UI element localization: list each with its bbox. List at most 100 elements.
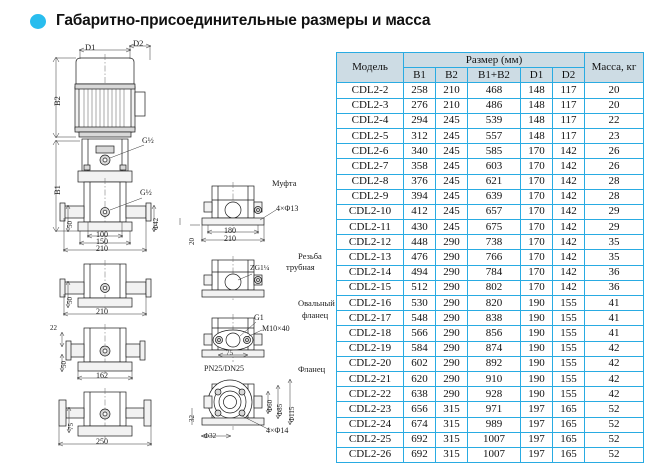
dim-d1-label: D1 — [85, 42, 96, 52]
cell-b2: 245 — [435, 158, 468, 175]
cell-b1: 276 — [403, 97, 436, 114]
col-header-b1b2: B1+B2 — [467, 67, 521, 84]
dim-75-label: 75 — [67, 423, 75, 430]
col-header-model: Модель — [336, 51, 404, 84]
cell-b1: 430 — [403, 219, 436, 236]
cell-b1b2: 1007 — [467, 446, 521, 464]
cell-mass: 23 — [584, 127, 644, 145]
cell-b2: 210 — [435, 97, 468, 114]
cell-model: CDL2-2 — [336, 82, 404, 99]
cell-b1: 312 — [403, 127, 436, 145]
cell-b1: 376 — [403, 173, 436, 190]
cell-b1b2: 1007 — [467, 431, 521, 448]
cell-d2: 142 — [552, 234, 585, 251]
cell-b1: 548 — [403, 310, 436, 327]
cell-d1: 170 — [520, 203, 553, 221]
cell-b1: 494 — [403, 264, 436, 281]
thread-g-half-top-label: G½ — [142, 136, 154, 145]
cell-d2: 142 — [552, 158, 585, 175]
dim-210-coupling-label: 210 — [224, 234, 236, 243]
cell-model: CDL2-12 — [336, 234, 404, 251]
dim-210-view-label: 210 — [96, 307, 108, 316]
col-header-b2: B2 — [435, 67, 468, 84]
drawing-main-pump: D1 D2 B2 B1 50 G½ G½ 100 150 210 Φ42 — [22, 38, 197, 255]
cell-b1b2: 621 — [467, 173, 521, 190]
cell-b1: 692 — [403, 431, 436, 448]
cell-d2: 155 — [552, 310, 585, 327]
cell-d1: 170 — [520, 219, 553, 236]
cell-b1b2: 468 — [467, 82, 521, 99]
cell-b1: 476 — [403, 249, 436, 266]
cell-model: CDL2-13 — [336, 249, 404, 266]
col-header-d2: D2 — [552, 67, 585, 84]
cell-b2: 210 — [435, 82, 468, 99]
cell-model: CDL2-8 — [336, 173, 404, 190]
cell-d1: 148 — [520, 127, 553, 145]
dim-50-view210-label: 50 — [66, 297, 74, 304]
cell-b1: 692 — [403, 446, 436, 464]
cell-d1: 190 — [520, 370, 553, 388]
cell-mass: 41 — [584, 294, 644, 312]
view-162-svg — [59, 324, 146, 381]
cell-b1: 566 — [403, 325, 436, 342]
coupling-holes-label: 4×Φ13 — [276, 204, 299, 213]
col-header-b1: B1 — [403, 67, 436, 84]
spec-table-wrap: Модель Размер (мм) Масса, кг B1 B2 B1+B2… — [336, 51, 644, 464]
pipe-thread-caption-2: трубная — [286, 262, 315, 272]
cell-mass: 52 — [584, 431, 644, 448]
cell-b2: 245 — [435, 173, 468, 190]
pipe-thread-size-label: ZG1¼ — [250, 263, 270, 272]
cell-mass: 52 — [584, 416, 644, 433]
cell-d2: 142 — [552, 249, 585, 266]
header-row-1: Модель Размер (мм) Масса, кг — [336, 51, 644, 84]
cell-d2: 155 — [552, 386, 585, 403]
cell-b2: 290 — [435, 355, 468, 372]
cell-b1b2: 820 — [467, 294, 521, 312]
cell-mass: 35 — [584, 249, 644, 266]
bullet-icon — [30, 13, 46, 29]
dim-20-label: 20 — [188, 238, 196, 245]
flange-rating-label: PN25/DN25 — [204, 364, 245, 373]
cell-b1b2: 675 — [467, 219, 521, 236]
cell-b2: 315 — [435, 416, 468, 433]
cell-b1b2: 784 — [467, 264, 521, 281]
cell-b1b2: 928 — [467, 386, 521, 403]
cell-model: CDL2-9 — [336, 188, 404, 205]
cell-b1: 512 — [403, 279, 436, 297]
cell-b1: 394 — [403, 188, 436, 205]
cell-b2: 315 — [435, 401, 468, 418]
cell-model: CDL2-14 — [336, 264, 404, 281]
cell-d2: 155 — [552, 355, 585, 372]
cell-model: CDL2-3 — [336, 97, 404, 114]
cell-model: CDL2-25 — [336, 431, 404, 448]
cell-d2: 165 — [552, 416, 585, 433]
cell-d1: 170 — [520, 143, 553, 160]
drawing-view-210: 50 210 — [22, 258, 197, 320]
cell-d2: 117 — [552, 112, 585, 129]
cell-d2: 117 — [552, 82, 585, 99]
cell-d1: 190 — [520, 294, 553, 312]
cell-b2: 245 — [435, 127, 468, 145]
dim-phi42-label: Φ42 — [152, 217, 160, 230]
cell-mass: 28 — [584, 173, 644, 190]
cell-d1: 197 — [520, 431, 553, 448]
flange-svg — [191, 378, 293, 439]
header-row-2: B1 B2 B1+B2 D1 D2 — [337, 67, 644, 84]
cell-b1: 448 — [403, 234, 436, 251]
dim-phi85-label: Φ85 — [276, 403, 284, 416]
cell-model: CDL2-4 — [336, 112, 404, 129]
cell-d2: 165 — [552, 431, 585, 448]
col-header-mass: Масса, кг — [584, 51, 644, 84]
cell-d1: 170 — [520, 234, 553, 251]
cell-b1b2: 486 — [467, 97, 521, 114]
